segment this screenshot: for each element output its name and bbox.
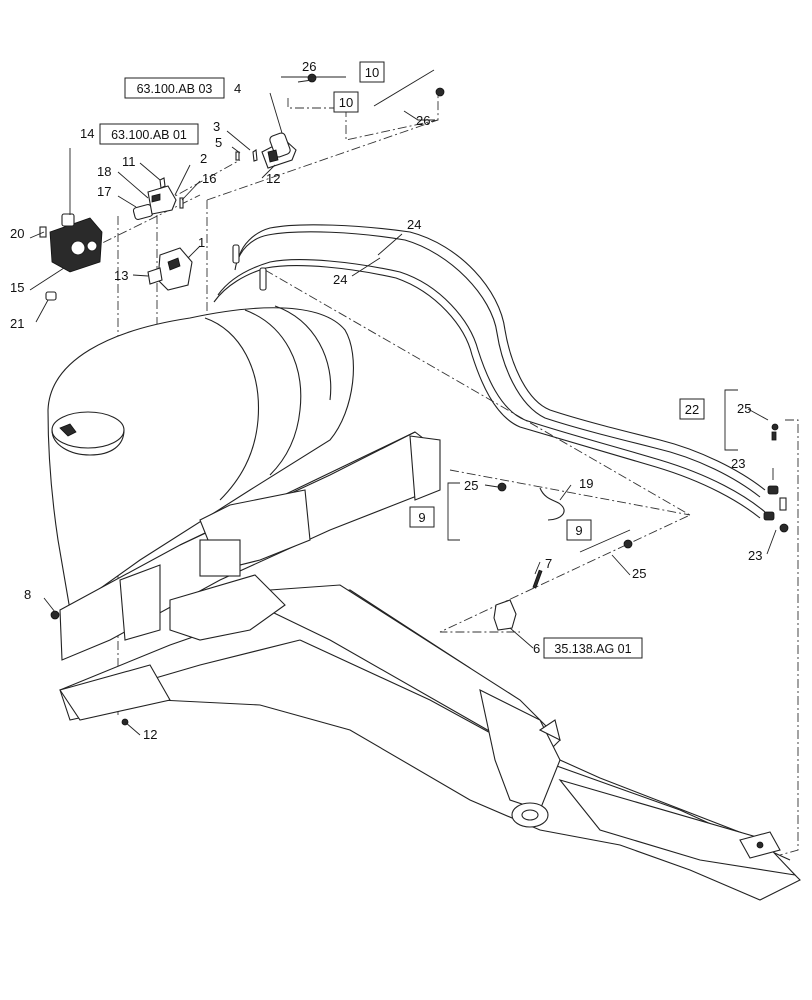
label-25-right-top: 25 — [737, 401, 751, 416]
label-1: 1 — [198, 235, 205, 250]
boxed-10-top: 10 — [365, 65, 379, 80]
ref-63-100-ab-01: 63.100.AB 01 — [111, 128, 187, 142]
label-26-right: 26 — [416, 113, 430, 128]
item-number-labels: 4 3 5 12 14 2 11 18 17 16 1 13 20 15 21 … — [10, 59, 762, 742]
label-21: 21 — [10, 316, 24, 331]
ref-box-63-100-ab-01 — [99, 123, 199, 145]
label-3: 3 — [213, 119, 220, 134]
label-19: 19 — [579, 476, 593, 491]
boxed-10-mid: 10 — [339, 95, 353, 110]
ref-63-100-ab-03: 63.100.AB 03 — [137, 82, 213, 96]
label-16: 16 — [202, 171, 216, 186]
label-20: 20 — [10, 226, 24, 241]
tank — [47, 305, 354, 611]
label-4: 4 — [234, 81, 241, 96]
ref-box-35-138-ag-01 — [543, 637, 643, 659]
label-23-top: 23 — [731, 456, 745, 471]
label-12-bottom: 12 — [143, 727, 157, 742]
label-2: 2 — [200, 151, 207, 166]
label-11: 11 — [122, 154, 136, 169]
label-17: 17 — [97, 184, 111, 199]
hydraulic-hoses — [213, 224, 779, 521]
label-26-top: 26 — [302, 59, 316, 74]
label-6: 6 — [533, 641, 540, 656]
frame-boom — [50, 431, 801, 901]
coupler-parts — [132, 132, 297, 291]
boxed-item-numbers: 10 10 22 9 9 — [333, 61, 705, 541]
label-7: 7 — [545, 556, 552, 571]
label-12-top: 12 — [266, 171, 280, 186]
label-24-left: 24 — [333, 272, 347, 287]
label-25-right: 25 — [632, 566, 646, 581]
leader-lines — [29, 69, 777, 736]
ref-box-63-100-ab-03 — [124, 77, 225, 99]
label-18: 18 — [97, 164, 111, 179]
boxed-9-right: 9 — [575, 523, 582, 538]
label-23-bottom: 23 — [748, 548, 762, 563]
label-13: 13 — [114, 268, 128, 283]
label-25-mid: 25 — [464, 478, 478, 493]
label-24-top: 24 — [407, 217, 421, 232]
label-14: 14 — [80, 126, 94, 141]
reference-boxes: 63.100.AB 03 63.100.AB 01 35.138.AG 01 — [99, 77, 643, 659]
pump-assembly — [39, 213, 103, 301]
label-5: 5 — [215, 135, 222, 150]
label-8: 8 — [24, 587, 31, 602]
boxed-9-left: 9 — [418, 510, 425, 525]
ref-35-138-ag-01: 35.138.AG 01 — [554, 642, 631, 656]
label-15: 15 — [10, 280, 24, 295]
boxed-22: 22 — [685, 402, 699, 417]
